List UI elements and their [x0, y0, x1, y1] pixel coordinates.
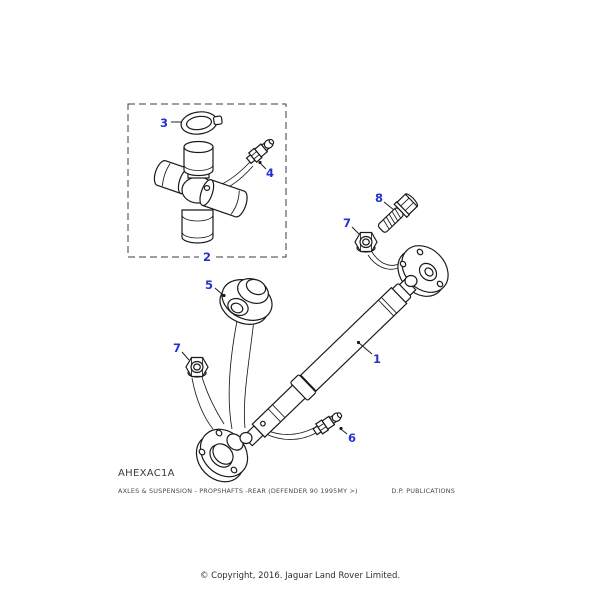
part-grommet	[219, 278, 273, 325]
leader-dot-4	[258, 160, 262, 165]
bolt-shank	[377, 207, 404, 233]
leader-dot-1	[356, 340, 361, 345]
nut-left-hole	[193, 363, 201, 371]
publisher-label: D.P. PUBLICATIONS	[391, 487, 455, 495]
leader-dot-6	[339, 426, 343, 431]
wire-nut-right-b	[367, 254, 399, 270]
grommet-hole-inner	[230, 302, 244, 314]
wire-grommet-b	[243, 318, 255, 429]
sleeve-collar	[290, 374, 316, 401]
lower-uj-cup	[239, 431, 253, 445]
lower-flange-hole	[198, 448, 206, 456]
diagram-code: AHEXAC1A	[118, 468, 175, 479]
wire-grommet-a	[228, 320, 238, 430]
callout-4[interactable]: 4	[266, 166, 274, 180]
callout-8[interactable]: 8	[375, 191, 383, 205]
callout-leaders	[171, 121, 395, 435]
callout-7-right[interactable]: 7	[343, 216, 351, 230]
upper-flange-hole	[416, 248, 424, 256]
uj-top-cup	[183, 140, 214, 179]
wire-nut-right-a	[371, 251, 400, 266]
part-universal-joint	[153, 140, 248, 244]
callout-7-left[interactable]: 7	[173, 341, 181, 355]
wire-nut-left-b	[201, 376, 225, 425]
part-nut-left	[185, 356, 209, 378]
callout-3[interactable]: 3	[160, 116, 168, 130]
part-grease-nipple-4	[245, 138, 275, 165]
wire-nut-left-a	[191, 377, 214, 430]
part-propshaft-tube	[299, 278, 417, 392]
callout-6[interactable]: 6	[348, 431, 356, 445]
section-breadcrumb: AXLES & SUSPENSION - PROPSHAFTS -REAR (D…	[118, 487, 358, 495]
leader-dot-5	[222, 293, 226, 298]
nipple6-tip	[336, 412, 343, 419]
callout-2[interactable]: 2	[203, 250, 211, 264]
tube-body	[299, 286, 408, 392]
lower-flange-hole	[230, 466, 238, 474]
nut-right-hole	[362, 238, 370, 246]
part-bolt	[377, 193, 419, 233]
callout-1[interactable]: 1	[373, 352, 381, 366]
part-nut-right	[354, 231, 378, 253]
callout-5[interactable]: 5	[205, 278, 213, 292]
grommet-top	[245, 278, 267, 296]
uj-bottom-cup	[181, 209, 214, 244]
upper-flange-hole	[436, 280, 444, 288]
lower-flange-center-hole-inner	[212, 443, 234, 465]
upper-flange-boss-hole	[424, 267, 434, 277]
leader-wires	[191, 161, 400, 440]
part-grease-nipple-6	[312, 412, 343, 436]
upper-flange-hole	[399, 260, 407, 268]
callout-2-backing	[199, 250, 215, 263]
part-circlip	[180, 111, 223, 135]
upper-uj-cup	[404, 274, 418, 288]
lower-flange	[195, 428, 249, 483]
copyright-notice: © Copyright, 2016. Jaguar Land Rover Lim…	[199, 571, 401, 581]
lower-flange-hole	[215, 429, 223, 437]
nipple4-tip	[268, 138, 275, 145]
circlip-tab	[212, 115, 223, 126]
wire-nipple6-b	[265, 432, 317, 440]
sleeve-grease-hole	[260, 420, 266, 427]
uj-right-cup	[199, 179, 248, 218]
circlip-inner	[185, 115, 213, 131]
uj-grease-hole	[203, 185, 211, 192]
